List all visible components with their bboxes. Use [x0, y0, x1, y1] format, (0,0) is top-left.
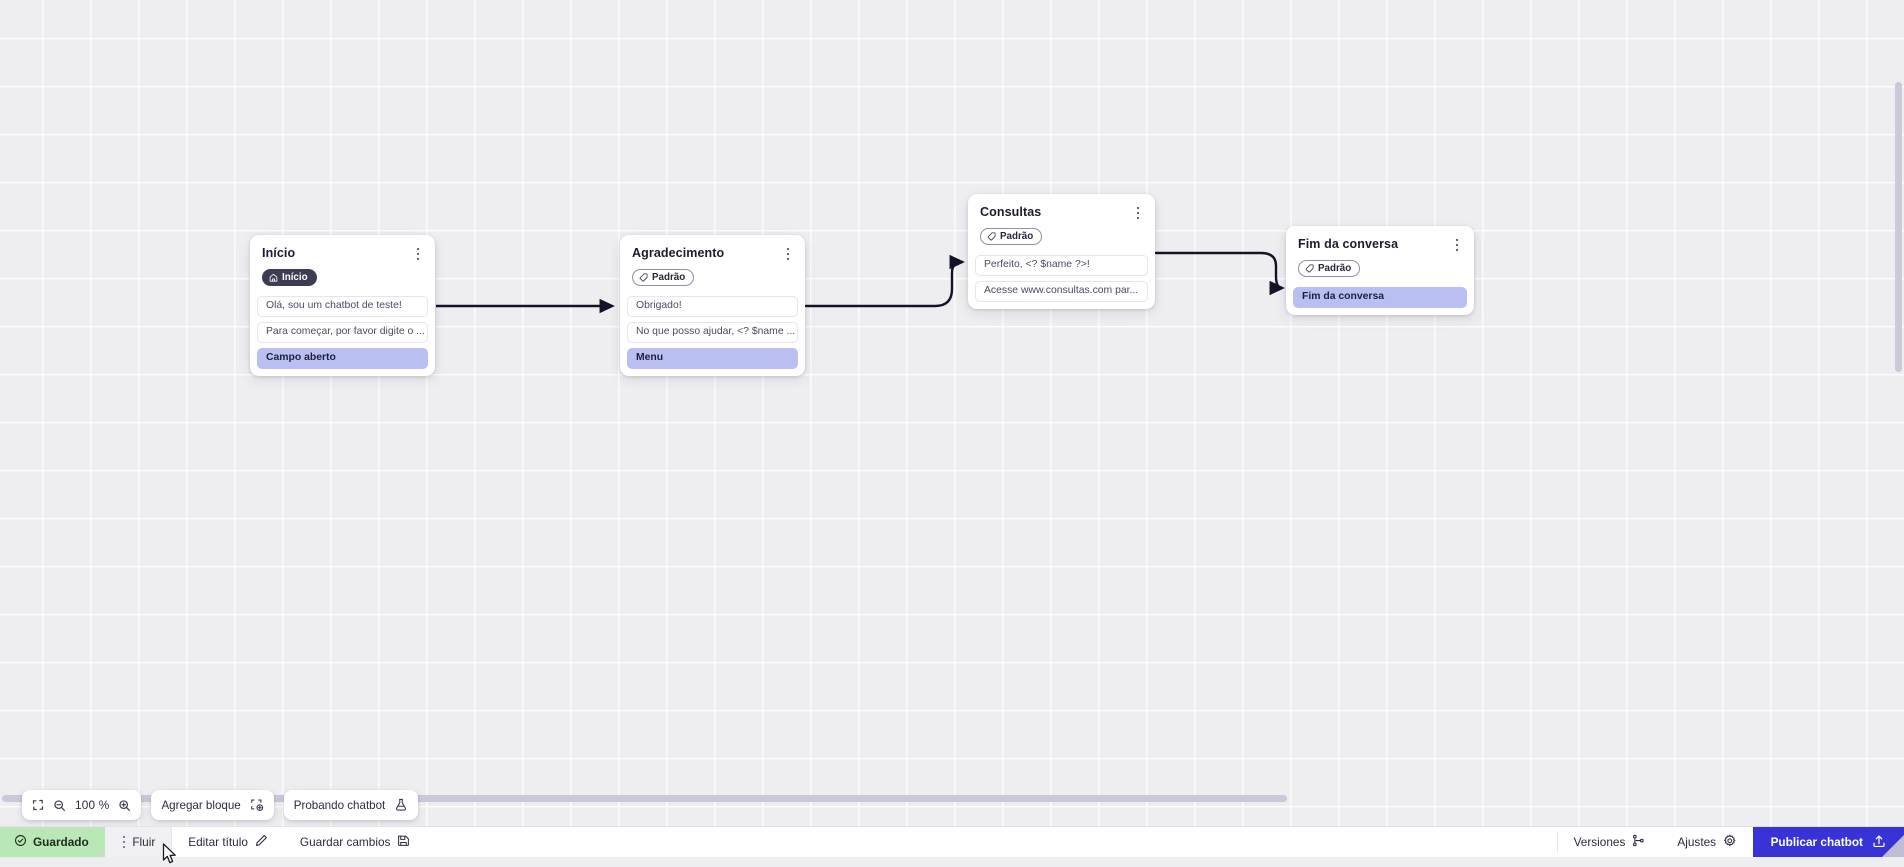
branch-icon: [1632, 834, 1645, 850]
node-rows: Perfeito, <? $name ?>! Acesse www.consul…: [968, 255, 1155, 302]
node-row-message[interactable]: Obrigado!: [627, 296, 798, 317]
node-header: Início Início: [250, 235, 435, 296]
node-title: Agradecimento: [632, 246, 793, 261]
node-title: Início: [262, 246, 423, 261]
versions-button[interactable]: Versiones: [1558, 827, 1662, 857]
node-title: Consultas: [980, 205, 1143, 220]
node-row-message[interactable]: No que posso ajudar, <? $name ...: [627, 322, 798, 343]
tag-icon: [1305, 264, 1314, 273]
node-title: Fim da conversa: [1298, 237, 1462, 252]
node-row-action[interactable]: Campo aberto: [257, 348, 428, 369]
home-icon: [269, 273, 278, 282]
zoom-level-value: 100 %: [75, 798, 109, 812]
node-rows: Fim da conversa: [1286, 287, 1474, 308]
fit-screen-icon[interactable]: [32, 799, 44, 811]
node-tag-default[interactable]: Padrão: [980, 228, 1042, 245]
flow-node-agradecimento[interactable]: Agradecimento Padrão Obrigado! No que po…: [620, 235, 805, 376]
edit-title-button[interactable]: Editar título: [172, 827, 284, 857]
publish-label: Publicar chatbot: [1771, 835, 1863, 849]
gear-icon: [1723, 834, 1737, 851]
saved-status-badge: Guardado: [0, 827, 105, 857]
node-row-action[interactable]: Menu: [627, 348, 798, 369]
node-header: Fim da conversa Padrão: [1286, 226, 1474, 287]
node-tag-label: Início: [282, 273, 308, 283]
node-tag-default[interactable]: Padrão: [632, 269, 694, 286]
node-row-action[interactable]: Fim da conversa: [1293, 287, 1467, 308]
flow-node-consultas[interactable]: Consultas Padrão Perfeito, <? $name ?>! …: [968, 194, 1155, 309]
save-changes-button[interactable]: Guardar cambios: [284, 827, 426, 857]
kebab-menu-icon[interactable]: [121, 836, 126, 849]
zoom-out-icon[interactable]: [53, 799, 66, 812]
node-tag-label: Padrão: [1000, 232, 1033, 242]
floppy-disk-icon: [397, 834, 410, 850]
zoom-in-icon[interactable]: [118, 799, 131, 812]
node-menu-button[interactable]: [1129, 203, 1147, 223]
flow-node-inicio[interactable]: Início Início Olá, sou um chatbot de tes…: [250, 235, 435, 376]
flow-canvas[interactable]: Início Início Olá, sou um chatbot de tes…: [0, 0, 1904, 838]
node-header: Consultas Padrão: [968, 194, 1155, 255]
add-block-label: Agregar bloque: [161, 799, 240, 812]
pencil-icon: [255, 834, 268, 850]
add-block-icon: [250, 798, 264, 812]
tab-fluir-label: Fluir: [132, 835, 155, 849]
versions-label: Versiones: [1574, 835, 1626, 849]
test-chatbot-button[interactable]: Probando chatbot: [284, 790, 419, 820]
node-rows: Obrigado! No que posso ajudar, <? $name …: [620, 296, 805, 369]
edit-title-label: Editar título: [188, 835, 248, 849]
node-row-message[interactable]: Olá, sou um chatbot de teste!: [257, 296, 428, 317]
test-chatbot-label: Probando chatbot: [294, 799, 386, 812]
settings-button[interactable]: Ajustes: [1661, 827, 1752, 857]
window-resize-grip[interactable]: [1882, 835, 1904, 857]
node-menu-button[interactable]: [779, 244, 797, 264]
tab-fluir[interactable]: Fluir: [105, 827, 173, 857]
connector-edges: [0, 0, 1904, 838]
save-changes-label: Guardar cambios: [300, 835, 390, 849]
node-row-message[interactable]: Para começar, por favor digite o ...: [257, 322, 428, 343]
node-header: Agradecimento Padrão: [620, 235, 805, 296]
add-block-button[interactable]: Agregar bloque: [151, 790, 273, 820]
node-tag-label: Padrão: [1318, 264, 1351, 274]
settings-label: Ajustes: [1677, 835, 1716, 849]
tag-icon: [639, 273, 648, 282]
check-circle-icon: [14, 834, 27, 850]
node-rows: Olá, sou um chatbot de teste! Para começ…: [250, 296, 435, 369]
statusbar-spacer: [426, 827, 1556, 857]
node-tag-label: Padrão: [652, 273, 685, 283]
flow-node-fim-da-conversa[interactable]: Fim da conversa Padrão Fim da conversa: [1286, 226, 1474, 315]
flask-icon: [394, 798, 408, 812]
node-menu-button[interactable]: [409, 244, 427, 264]
canvas-toolbar: 100 % Agregar bloque Probando chatbot: [22, 790, 418, 820]
tag-icon: [987, 232, 996, 241]
saved-label: Guardado: [33, 835, 89, 849]
node-row-message[interactable]: Acesse www.consultas.com par...: [975, 281, 1148, 302]
vertical-scrollbar[interactable]: [1895, 82, 1902, 372]
zoom-controls: 100 %: [22, 790, 141, 820]
node-row-message[interactable]: Perfeito, <? $name ?>!: [975, 255, 1148, 276]
node-tag-default[interactable]: Padrão: [1298, 260, 1360, 277]
status-bar: Guardado Fluir Editar título Guardar cam…: [0, 826, 1904, 857]
node-menu-button[interactable]: [1448, 235, 1466, 255]
node-tag-start[interactable]: Início: [262, 269, 317, 286]
